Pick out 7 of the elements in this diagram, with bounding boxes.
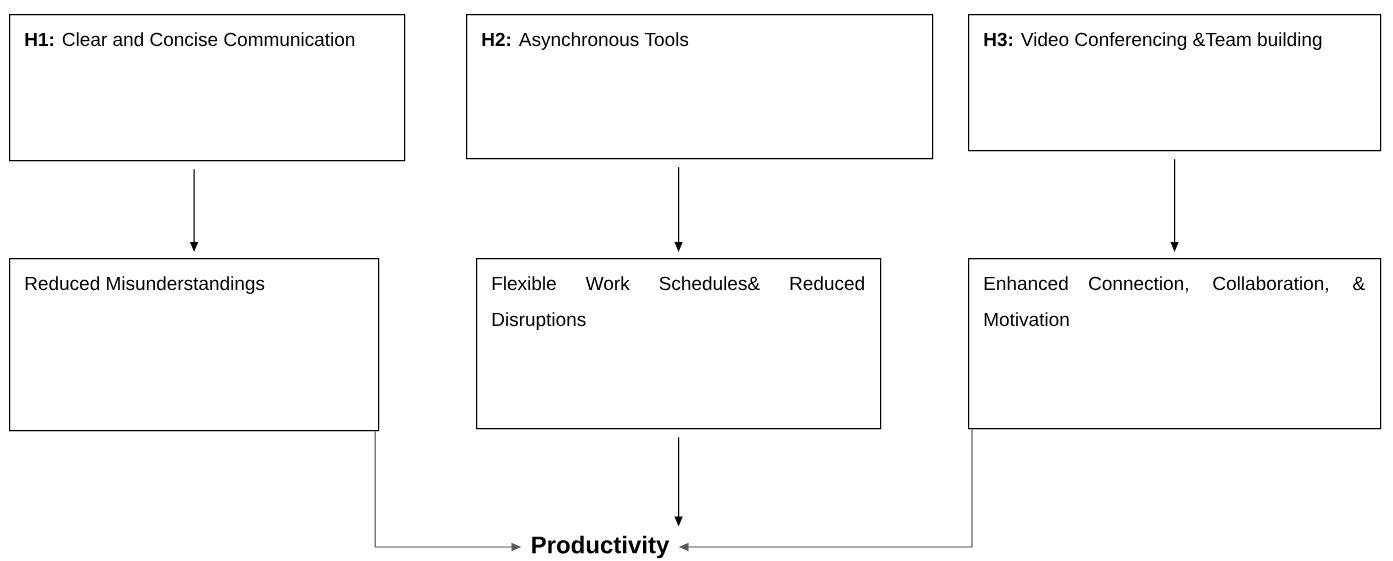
result-label: Productivity — [532, 535, 670, 559]
outcome-box: Reduced Misunderstandings — [9, 258, 380, 432]
hypothesis-box: H1: Clear and Concise Communication — [9, 14, 406, 162]
hypothesis-box: H2: Asynchronous Tools — [466, 14, 934, 160]
hypothesis-box: H3: Video Conferencing &Team building — [968, 14, 1382, 152]
outcome-box: Enhanced Connection, Collaboration, & Motivation — [968, 258, 1382, 430]
outcome-box: Flexible Work Schedules& Reduced Disruptions — [476, 258, 882, 430]
